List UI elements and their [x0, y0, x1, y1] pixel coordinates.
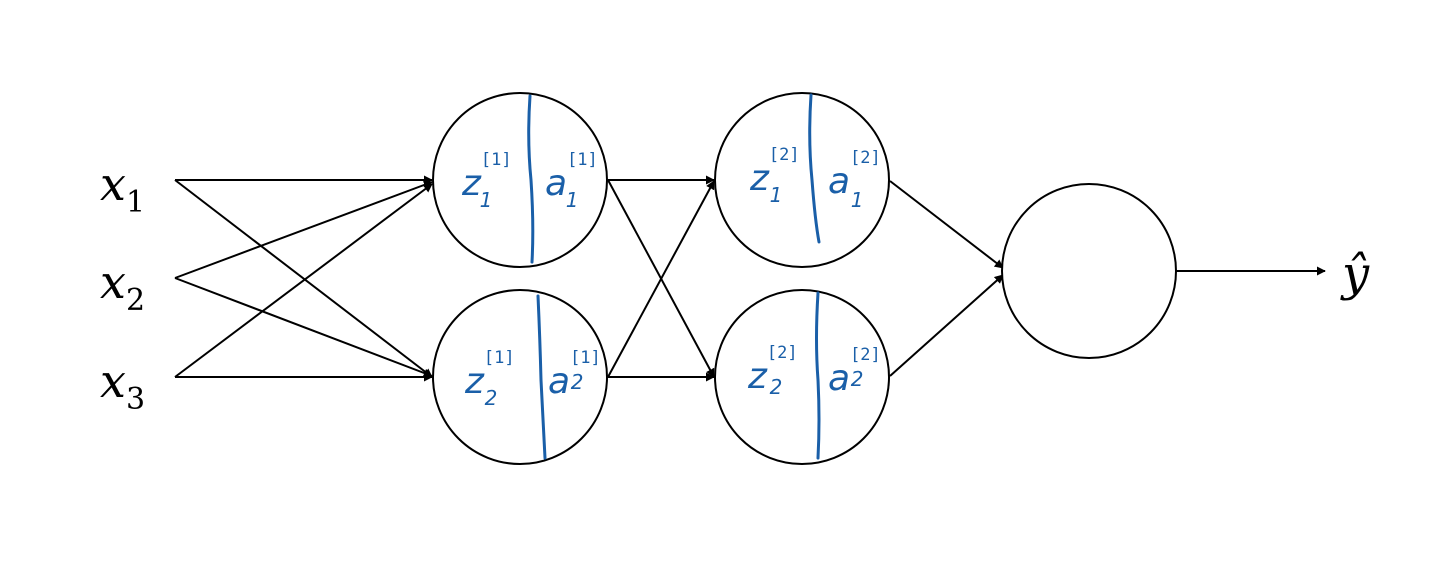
edge-x3-n11: [174, 183, 433, 378]
neuron-circle: [432, 92, 608, 268]
output-circle: [1001, 183, 1177, 359]
layer1-node-2: z[1]2 a[1]2: [432, 289, 608, 465]
edge-n22-out: [889, 274, 1004, 377]
layer2-node-1: z[2]1 a[2]1: [714, 92, 890, 268]
neuron-circle: [714, 92, 890, 268]
edge-x1-n12: [174, 179, 433, 378]
a-label: a[1]1: [545, 150, 598, 212]
layer1-node-1: z[1]1 a[1]1: [432, 92, 608, 268]
z-label: z[2]1: [749, 145, 800, 207]
neuron-divider: [536, 294, 547, 460]
edge-n21-out: [889, 180, 1004, 269]
neuron-divider: [527, 94, 535, 264]
edge-x2-n12: [174, 277, 433, 378]
neuron-divider: [808, 93, 821, 244]
a-label: a[2]1: [828, 148, 881, 212]
input-label-x3: x3: [100, 354, 145, 417]
edge-n12-n21: [607, 180, 715, 378]
output-label-yhat: ŷ: [1340, 246, 1370, 302]
edges-layer1-to-layer2: [607, 175, 715, 382]
a-label: a[2]2: [828, 345, 881, 399]
z-label: z[1]1: [461, 150, 512, 212]
neuron-divider: [815, 291, 821, 460]
input-labels: x1 x2 x3: [100, 157, 145, 417]
output-node: [1001, 183, 1177, 359]
a-label: a[1]2: [548, 348, 601, 402]
neuron-circle: [714, 289, 890, 465]
input-label-x1: x1: [100, 157, 145, 220]
edges-input-to-layer1: [174, 175, 433, 382]
z-label: z[1]2: [464, 348, 515, 410]
z-label: z[2]2: [747, 343, 798, 399]
edge-x2-n11: [174, 180, 433, 279]
edges-layer2-to-output: [889, 180, 1326, 377]
neuron-circle: [432, 289, 608, 465]
layer2-node-2: z[2]2 a[2]2: [714, 289, 890, 465]
input-label-x2: x2: [100, 255, 145, 318]
